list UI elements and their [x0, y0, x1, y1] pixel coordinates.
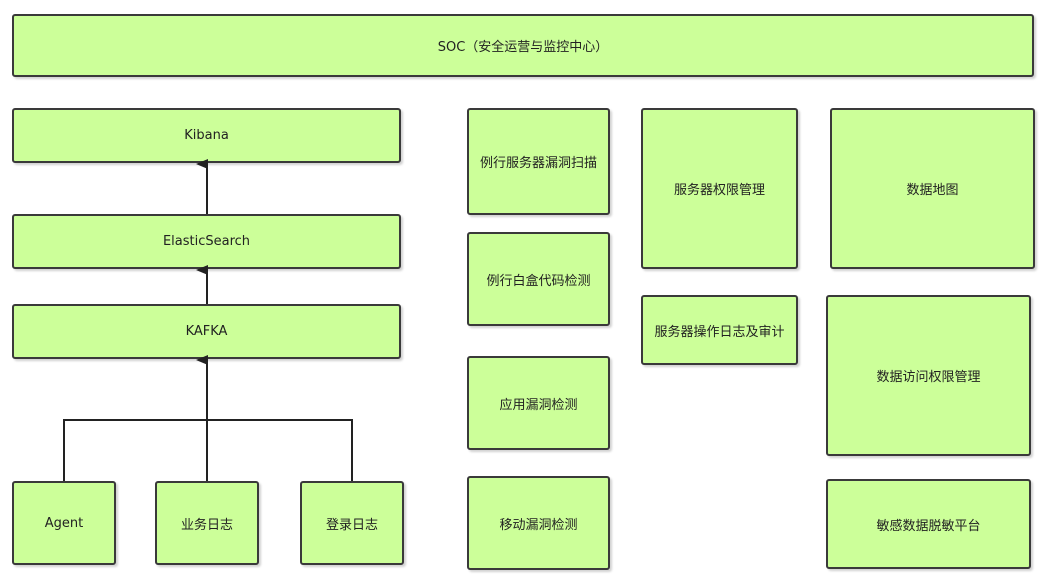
mobile-vuln-check-label: 移动漏洞检测 [499, 517, 578, 533]
app-vuln-check-label: 应用漏洞检测 [499, 397, 578, 413]
server-permission-box: 服务器权限管理 [641, 108, 798, 269]
connector-login-log-to-trunk [207, 419, 353, 481]
soc-label: SOC（安全运营与监控中心） [437, 40, 609, 55]
business-log-label: 业务日志 [180, 517, 233, 533]
data-map-label: 数据地图 [906, 183, 959, 198]
data-map-box: 数据地图 [830, 108, 1035, 269]
mobile-vuln-check-box: 移动漏洞检测 [467, 476, 610, 570]
server-vuln-scan-label: 例行服务器漏洞扫描 [479, 156, 597, 171]
data-access-permission-box: 数据访问权限管理 [826, 295, 1031, 456]
server-audit-box: 服务器操作日志及审计 [641, 295, 798, 365]
data-masking-platform-box: 敏感数据脱敏平台 [826, 479, 1031, 569]
whitebox-code-check-label: 例行白盒代码检测 [486, 273, 591, 289]
app-vuln-check-box: 应用漏洞检测 [467, 356, 610, 450]
agent-box: Agent [12, 481, 116, 565]
connector-agent-to-trunk [63, 419, 207, 481]
data-masking-platform-label: 敏感数据脱敏平台 [876, 518, 981, 534]
business-log-box: 业务日志 [155, 481, 259, 565]
kafka-label: KAFKA [185, 324, 228, 339]
whitebox-code-check-box: 例行白盒代码检测 [467, 232, 610, 326]
elasticsearch-label: ElasticSearch [162, 234, 251, 249]
login-log-label: 登录日志 [325, 517, 378, 533]
server-vuln-scan-box: 例行服务器漏洞扫描 [467, 108, 610, 215]
kibana-label: Kibana [184, 128, 229, 143]
soc-box: SOC（安全运营与监控中心） [12, 14, 1034, 77]
server-permission-label: 服务器权限管理 [673, 183, 765, 198]
agent-label: Agent [44, 515, 84, 531]
login-log-box: 登录日志 [300, 481, 404, 565]
data-access-permission-label: 数据访问权限管理 [876, 370, 981, 385]
elasticsearch-box: ElasticSearch [12, 214, 401, 269]
server-audit-label: 服务器操作日志及审计 [654, 324, 785, 340]
